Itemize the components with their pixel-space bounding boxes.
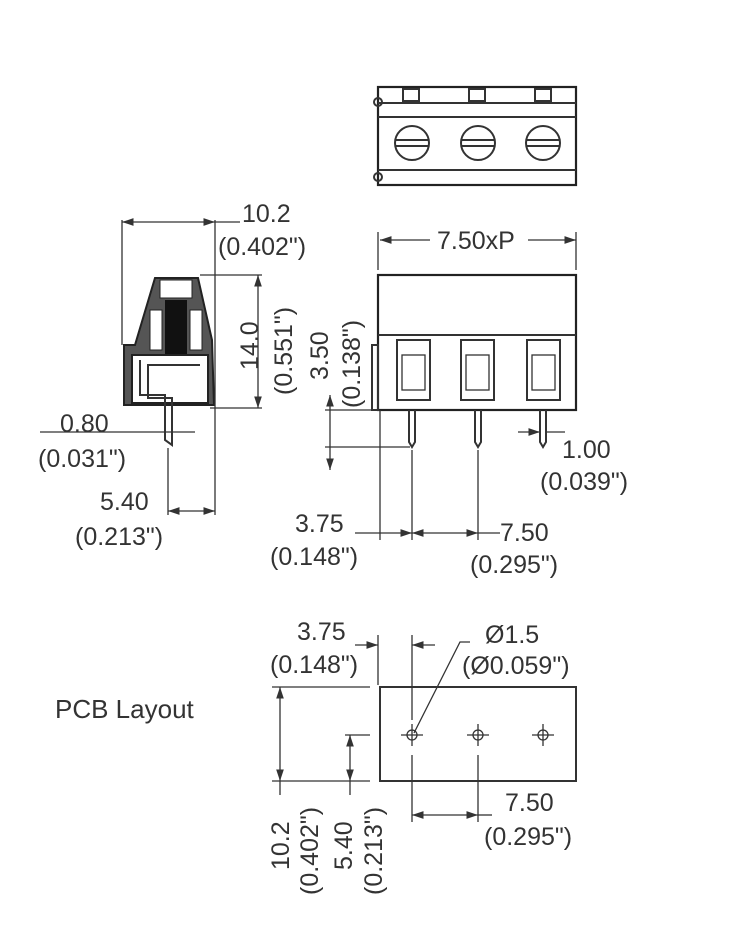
- pitch-label: 7.50xP: [437, 227, 515, 255]
- pin-length-mm: 3.50: [306, 331, 334, 380]
- side-height-mm: 14.0: [236, 321, 264, 370]
- wire-entry: [526, 339, 561, 401]
- hole-icon: [467, 724, 489, 746]
- screw-icon: [394, 125, 430, 161]
- wire-entry: [396, 339, 431, 401]
- pcb-row-mm: 5.40: [330, 821, 358, 870]
- side-width-mm: 10.2: [242, 200, 291, 228]
- pcb-width-mm: 10.2: [267, 821, 295, 870]
- pcb-pitch-mm: 7.50: [505, 789, 554, 817]
- pin-length-in: (0.138"): [338, 320, 366, 408]
- pin-width-mm: 1.00: [562, 436, 611, 464]
- top-view: [373, 85, 578, 187]
- side-offset-mm: 5.40: [100, 488, 149, 516]
- pin-width-in: (0.039"): [540, 468, 628, 496]
- front-view: 7.50xP 3.50 (0.138") 1.00 (0.039") 3.75 …: [270, 227, 628, 579]
- screw-icon: [460, 125, 496, 161]
- side-width-in: (0.402"): [218, 233, 306, 261]
- hole-icon: [401, 724, 423, 746]
- hole-diameter-mm: Ø1.5: [485, 621, 539, 649]
- edge-distance-in: (0.148"): [270, 543, 358, 571]
- edge-distance-mm: 3.75: [295, 510, 344, 538]
- pcb-layout-title: PCB Layout: [55, 694, 195, 724]
- side-height-in: (0.551"): [270, 307, 298, 395]
- pitch-in: (0.295"): [470, 551, 558, 579]
- screw-icon: [525, 125, 561, 161]
- pitch-mm: 7.50: [500, 519, 549, 547]
- pcb-pitch-in: (0.295"): [484, 823, 572, 851]
- pcb-width-in: (0.402"): [296, 807, 324, 895]
- pcb-edge-in: (0.148"): [270, 651, 358, 679]
- pcb-edge-mm: 3.75: [297, 618, 346, 646]
- pcb-row-in: (0.213"): [360, 807, 388, 895]
- wire-entry: [460, 339, 495, 401]
- side-offset-in: (0.213"): [75, 523, 163, 551]
- pin-thickness-in: (0.031"): [38, 445, 126, 473]
- pcb-layout: PCB Layout 3.75 (0.148") Ø1.5 (Ø0.059") …: [55, 618, 577, 895]
- hole-diameter-in: (Ø0.059"): [462, 652, 570, 680]
- side-view: 10.2 (0.402") 14.0 (0.551") 0.80 (0.031"…: [38, 200, 306, 551]
- pin-thickness-mm: 0.80: [60, 410, 109, 438]
- hole-icon: [532, 724, 554, 746]
